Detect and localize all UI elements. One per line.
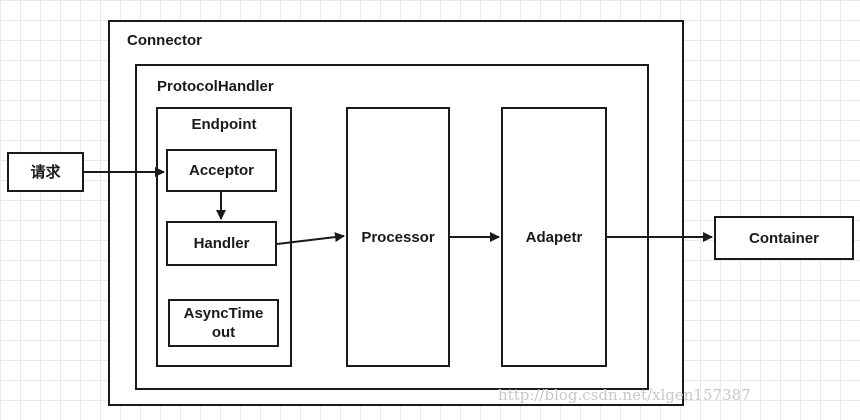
- acceptor-node: Acceptor: [166, 149, 277, 192]
- edge-handler-processor: [276, 232, 345, 245]
- adapter-node: Adapetr: [501, 107, 607, 367]
- request-node: 请求: [7, 152, 84, 192]
- protocol-handler-label: ProtocolHandler: [157, 78, 274, 95]
- handler-node: Handler: [166, 221, 277, 266]
- watermark: http://blog.csdn.net/xlgen157387: [498, 386, 751, 404]
- async-timeout-node: AsyncTime out: [168, 299, 279, 347]
- endpoint-label: Endpoint: [191, 116, 257, 133]
- processor-node: Processor: [346, 107, 450, 367]
- connector-label: Connector: [127, 32, 202, 49]
- container-node: Container: [714, 216, 854, 260]
